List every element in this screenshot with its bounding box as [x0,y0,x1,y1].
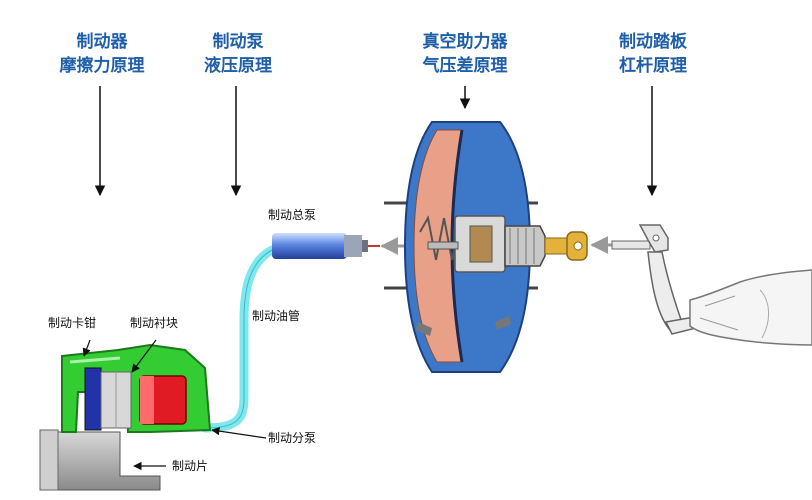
label-brake-pad: 制动片 [172,457,208,474]
master-cylinder [272,233,380,259]
label-master-cylinder: 制动总泵 [268,206,316,223]
label-lining: 制动衬块 [130,314,178,331]
label-brake-line: 制动油管 [252,307,300,324]
heading-arrows [100,86,652,195]
brake-line-hose [205,250,272,428]
driver-foot [690,270,812,345]
vacuum-booster [384,122,587,372]
label-caliper: 制动卡钳 [48,314,96,331]
brake-line-outline [205,250,272,428]
label-wheel-cylinder: 制动分泵 [268,429,316,446]
